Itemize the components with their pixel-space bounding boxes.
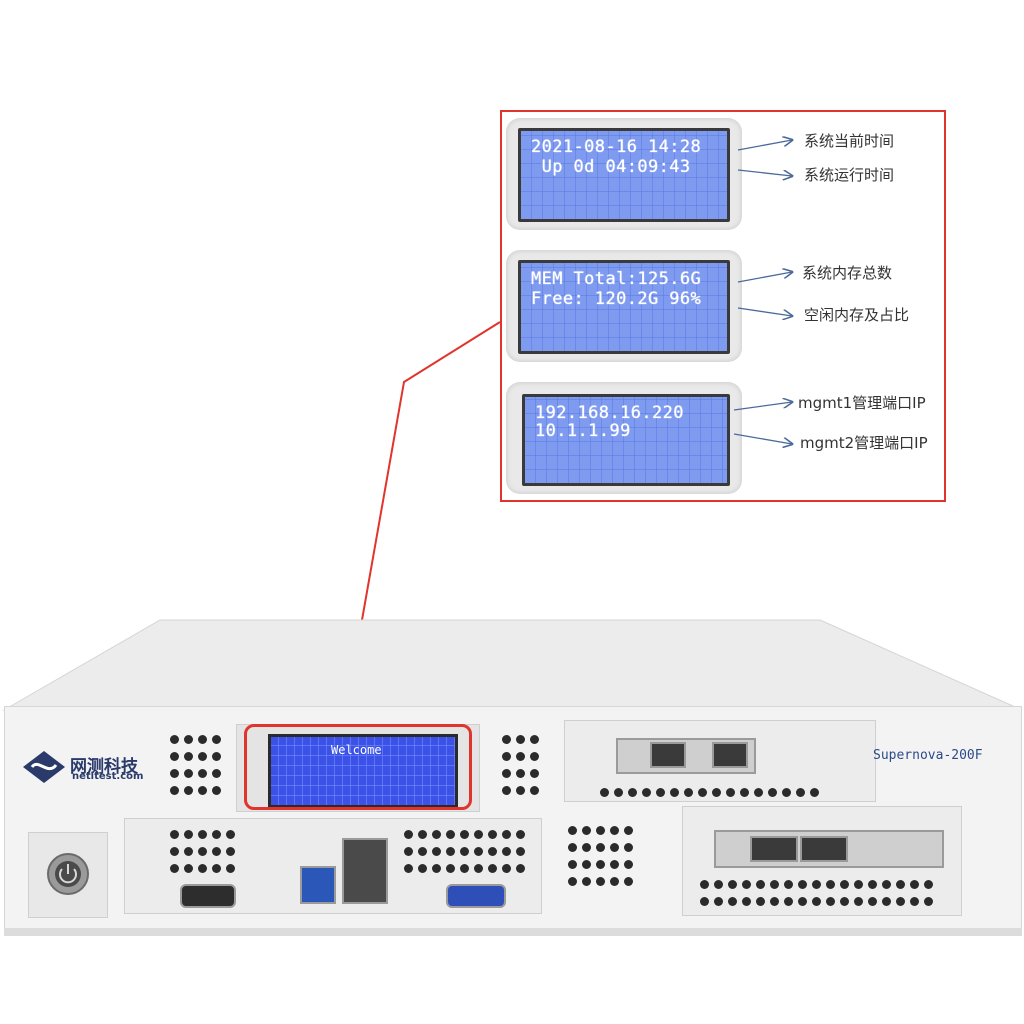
lcd-screen-ip: 192.168.16.220 10.1.1.99: [522, 394, 730, 486]
lcd-line-date: 2021-08-16 14:28: [531, 137, 702, 157]
vent-grid-lower-middle: [404, 830, 530, 873]
vent-row-lower-module: [700, 880, 938, 906]
front-lcd-welcome-text: Welcome: [331, 743, 382, 757]
vent-grid-middle: [502, 735, 544, 795]
brand-logo-icon: [23, 751, 65, 783]
model-name: Supernova-200F: [873, 748, 983, 763]
label-mgmt1-ip: mgmt1管理端口IP: [798, 394, 926, 412]
lcd-line-mgmt1-ip: 192.168.16.220: [535, 403, 684, 423]
power-button-icon[interactable]: [46, 852, 90, 896]
label-mem-total: 系统内存总数: [802, 264, 893, 282]
label-system-time: 系统当前时间: [804, 132, 895, 150]
label-mem-free: 空闲内存及占比: [804, 306, 910, 324]
front-lcd-highlight: [244, 724, 472, 810]
vent-grid-left: [170, 735, 226, 795]
lcd-line-uptime: Up 0d 04:09:43: [531, 157, 691, 177]
brand-name-cn: 网测科技: [70, 757, 138, 777]
lcd-screen-time: 2021-08-16 14:28 Up 0d 04:09:43: [518, 128, 730, 222]
vent-grid-lower-left: [170, 830, 240, 873]
lcd-line-mem-total: MEM Total:125.6G: [531, 269, 702, 289]
sfp-port-1[interactable]: [650, 742, 686, 768]
arrow-icon: [733, 112, 948, 504]
sfp-port-2[interactable]: [712, 742, 748, 768]
lcd-screen-mem: MEM Total:125.6G Free: 120.2G 96%: [518, 260, 730, 354]
lcd-screen-frame-ip: 192.168.16.220 10.1.1.99: [506, 382, 742, 494]
lcd-callout-panel: 2021-08-16 14:28 Up 0d 04:09:43 MEM Tota…: [500, 110, 946, 502]
label-uptime: 系统运行时间: [804, 166, 895, 184]
vent-row-upper-module: [600, 788, 824, 797]
front-lcd-display: Welcome: [268, 734, 458, 808]
lcd-screen-frame-mem: MEM Total:125.6G Free: 120.2G 96%: [506, 250, 742, 362]
serial-console-port[interactable]: [180, 884, 236, 908]
lcd-line-mem-free: Free: 120.2G 96%: [531, 289, 702, 309]
usb-ports[interactable]: [300, 866, 336, 904]
vent-grid-lower-right: [568, 826, 638, 886]
rj45-mgmt-ports[interactable]: [342, 838, 388, 904]
qsfp-port-2[interactable]: [800, 836, 848, 862]
chassis-bottom-edge: [4, 928, 1022, 936]
brand-url: netitest.com: [72, 771, 144, 782]
lcd-screen-frame-time: 2021-08-16 14:28 Up 0d 04:09:43: [506, 118, 742, 230]
label-mgmt2-ip: mgmt2管理端口IP: [800, 434, 928, 452]
qsfp-port-1[interactable]: [750, 836, 798, 862]
vga-port[interactable]: [446, 884, 506, 908]
lcd-line-mgmt2-ip: 10.1.1.99: [535, 421, 631, 441]
chassis-top: [2, 619, 1023, 718]
